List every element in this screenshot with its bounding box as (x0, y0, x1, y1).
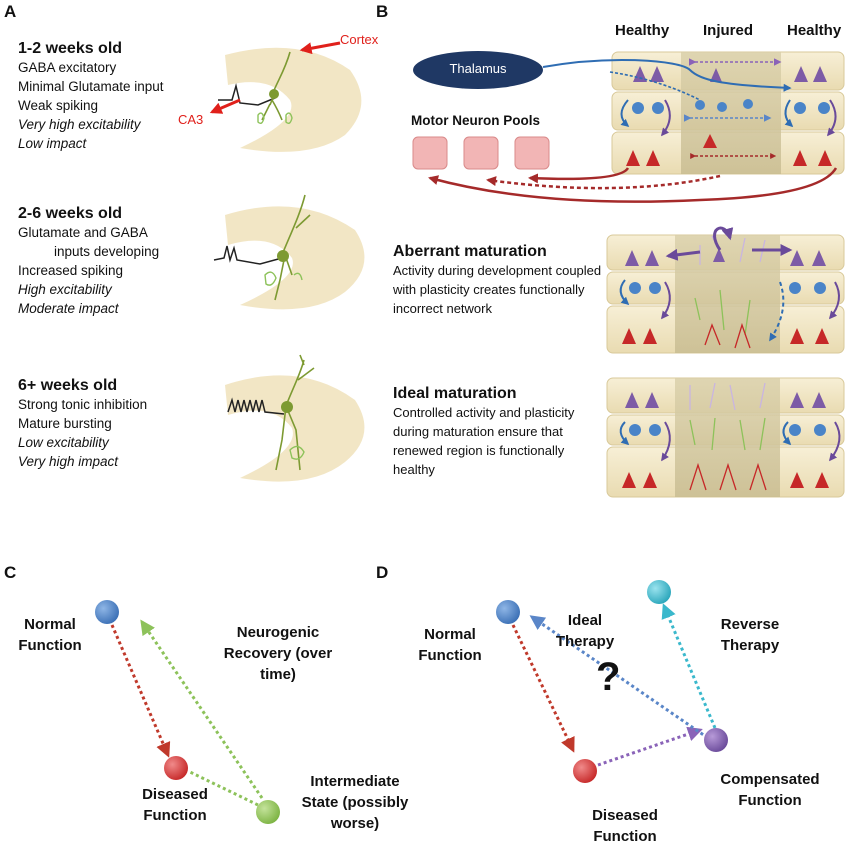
d-node-normal (496, 600, 520, 624)
aberrant-title: Aberrant maturation (393, 243, 547, 260)
d-arrow-diseased-to-compensated (597, 726, 703, 767)
d-label-reverse-therapy: Reverse Therapy (720, 616, 780, 654)
panel-letter-b: B (376, 2, 389, 21)
ideal-text: Controlled activity and plasticity durin… (393, 405, 575, 477)
d-node-diseased (573, 759, 597, 783)
stage-2-line: High excitability (18, 282, 112, 297)
c-node-diseased (164, 756, 188, 780)
stage-1-line: Weak spiking (18, 98, 99, 113)
panel-letter-a: A (4, 2, 17, 21)
stage-3-line: Very high impact (18, 454, 119, 469)
d-label-ideal-therapy: Ideal Therapy (555, 612, 615, 650)
column-header-injured: Injured (703, 22, 754, 39)
stage-2-line: inputs developing (54, 244, 160, 259)
motor-pools-label: Motor Neuron Pools (411, 113, 540, 128)
panel-b-drawings (412, 51, 845, 498)
stage-1-line: GABA excitatory (18, 60, 117, 75)
ideal-title: Ideal maturation (393, 385, 517, 402)
stage-1-title: 1-2 weeks old (18, 40, 123, 57)
c-node-intermediate (256, 800, 280, 824)
stage-3-line: Low excitability (18, 435, 109, 450)
stage-2-title: 2-6 weeks old (18, 205, 123, 222)
c-label-recovery: Neurogenic Recovery (over time) (223, 624, 333, 683)
stage-2-block: 2-6 weeks old Glutamate and GABA inputs … (18, 205, 159, 318)
stage-2-line: Glutamate and GABA (18, 225, 148, 240)
panel-c-diagram (95, 600, 280, 824)
stage-2-line: Increased spiking (18, 263, 124, 278)
aberrant-tissue-grid (606, 234, 845, 354)
aberrant-text: Activity during development coupled with… (393, 263, 602, 316)
stage-3-block: 6+ weeks old Strong tonic inhibition Mat… (18, 377, 147, 471)
thalamus-node (413, 51, 543, 89)
stage-1-block: 1-2 weeks old GABA excitatory Minimal Gl… (18, 40, 164, 153)
thalamus-label: Thalamus (449, 61, 507, 76)
stage-2-line: Moderate impact (18, 301, 119, 316)
d-label-normal: Normal Function (418, 626, 482, 664)
aberrant-block: Aberrant maturation Activity during deve… (393, 243, 608, 318)
d-label-diseased: Diseased Function (592, 807, 658, 845)
c-arrow-normal-to-diseased (110, 624, 171, 758)
trace-1 (218, 83, 276, 106)
motor-pool-2 (463, 136, 499, 170)
column-header-healthy-right: Healthy (787, 22, 842, 39)
neuron-3 (275, 354, 315, 471)
hippocampus-shape-1 (225, 47, 362, 152)
panel-a-drawings (209, 41, 365, 482)
c-label-normal: Normal Function (18, 616, 82, 654)
stage-3-title: 6+ weeks old (18, 377, 118, 394)
ideal-tissue-grid (606, 377, 845, 498)
motor-pool-1 (412, 136, 448, 170)
d-label-compensated: Compensated Function (720, 771, 820, 809)
trace-2 (213, 245, 283, 265)
c-label-intermediate: Intermediate State (possibly worse) (301, 773, 409, 832)
stage-3-line: Strong tonic inhibition (18, 397, 148, 412)
stage-3-line: Mature bursting (18, 416, 112, 431)
trace-3 (227, 397, 285, 415)
c-arrow-intermediate-to-diseased (189, 770, 259, 807)
ca3-label: CA3 (178, 112, 204, 127)
stage-1-line: Minimal Glutamate input (18, 79, 164, 94)
d-arrow-normal-to-diseased (511, 624, 575, 753)
motor-pool-3 (514, 136, 550, 170)
ideal-block: Ideal maturation Controlled activity and… (393, 385, 608, 479)
panel-letter-c: C (4, 563, 17, 582)
stage-1-line: Very high excitability (18, 117, 141, 132)
ca3-arrow (209, 98, 241, 114)
column-header-healthy-left: Healthy (615, 22, 670, 39)
c-label-diseased: Diseased Function (142, 786, 208, 824)
d-arrow-reverse-therapy (661, 603, 717, 729)
d-question-mark: ? (596, 655, 621, 699)
stage-1-line: Low impact (18, 136, 87, 151)
c-node-normal (95, 600, 119, 624)
d-node-reverse (647, 580, 671, 604)
neuron-2 (274, 194, 311, 301)
panel-d-diagram (496, 580, 728, 783)
cortex-arrow (299, 41, 341, 55)
d-node-compensated (704, 728, 728, 752)
panel-letter-d: D (376, 563, 389, 582)
cortex-label: Cortex (340, 32, 379, 47)
hippocampus-shape-2 (225, 206, 365, 310)
